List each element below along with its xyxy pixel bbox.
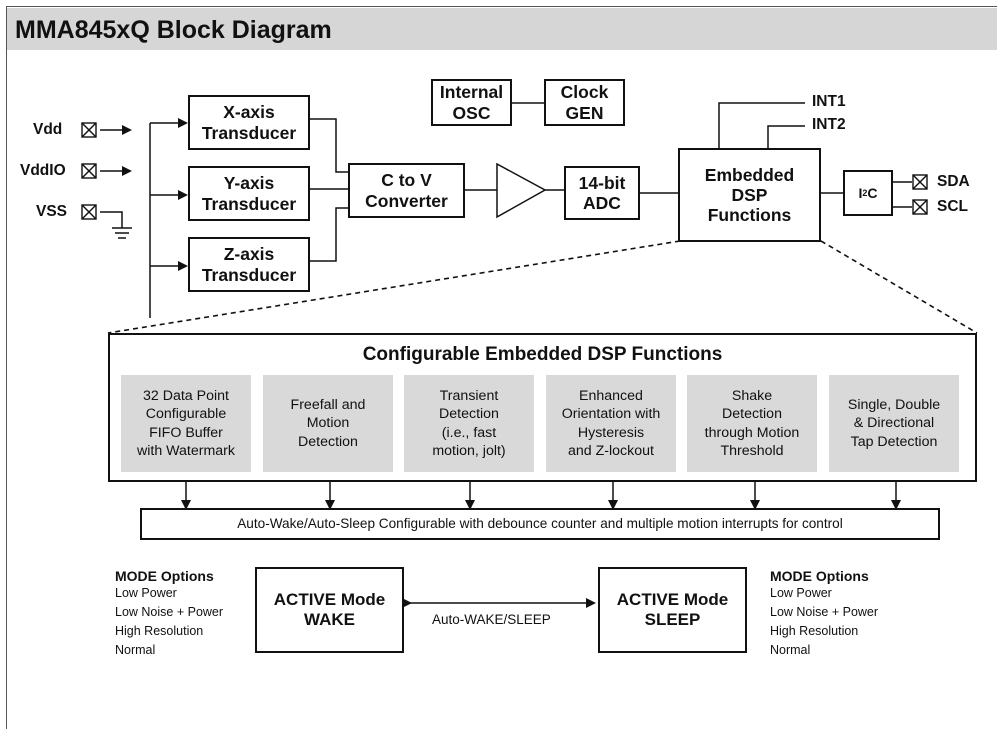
vss-label: VSS: [36, 203, 68, 220]
i2c-label-i: I: [858, 184, 863, 201]
vdd-label: Vdd: [33, 121, 63, 138]
int1-label: INT1: [812, 93, 846, 110]
dsp-function-transient: Transient Detection (i.e., fast motion, …: [404, 375, 534, 472]
dsp-function-freefall: Freefall and Motion Detection: [263, 375, 393, 472]
active-mode-wake-box: ACTIVE Mode WAKE: [255, 567, 404, 653]
ground-symbol: [100, 211, 132, 239]
i2c-label-sup: 2: [862, 187, 868, 198]
left-mode-options-list: Low Power Low Noise + Power High Resolut…: [115, 586, 224, 657]
dsp-function-fifo: 32 Data Point Configurable FIFO Buffer w…: [121, 375, 251, 472]
amplifier-symbol: [496, 162, 547, 219]
active-mode-sleep-box: ACTIVE Mode SLEEP: [598, 567, 747, 653]
z-axis-transducer: Z-axis Transducer: [188, 237, 310, 292]
left-mode-options-heading: MODE Options: [115, 568, 214, 584]
dsp-function-orientation: Enhanced Orientation with Hysteresis and…: [546, 375, 676, 472]
sda-pin-icon: [912, 174, 928, 190]
page-frame: [6, 6, 997, 729]
int2-label: INT2: [812, 116, 846, 133]
scl-pin-icon: [912, 199, 928, 215]
auto-wake-sleep-link-label: Auto-WAKE/SLEEP: [432, 612, 551, 627]
vddio-pin-icon: [81, 163, 97, 179]
x-axis-transducer: X-axis Transducer: [188, 95, 310, 150]
right-mode-options-heading: MODE Options: [770, 568, 869, 584]
vss-pin-icon: [81, 204, 97, 220]
vddio-label: VddIO: [20, 162, 66, 179]
page-title: MMA845xQ Block Diagram: [15, 16, 332, 44]
dsp-panel-title: Configurable Embedded DSP Functions: [362, 344, 723, 365]
right-mode-options-list: Low Power Low Noise + Power High Resolut…: [770, 586, 879, 657]
adc-block: 14-bit ADC: [564, 166, 640, 220]
vdd-pin-icon: [81, 122, 97, 138]
dsp-function-tap: Single, Double & Directional Tap Detecti…: [829, 375, 959, 472]
dsp-functions-panel: [108, 333, 977, 482]
i2c-label-c: C: [867, 184, 878, 201]
c-to-v-converter: C to V Converter: [348, 163, 465, 218]
internal-osc-block: Internal OSC: [431, 79, 512, 126]
embedded-dsp-block: Embedded DSP Functions: [678, 148, 821, 242]
auto-wake-sleep-bar: Auto-Wake/Auto-Sleep Configurable with d…: [140, 508, 940, 540]
dsp-function-shake: Shake Detection through Motion Threshold: [687, 375, 817, 472]
y-axis-transducer: Y-axis Transducer: [188, 166, 310, 221]
title-bar: [7, 8, 997, 50]
scl-label: SCL: [937, 198, 968, 215]
sda-label: SDA: [937, 173, 970, 190]
clock-gen-block: Clock GEN: [544, 79, 625, 126]
